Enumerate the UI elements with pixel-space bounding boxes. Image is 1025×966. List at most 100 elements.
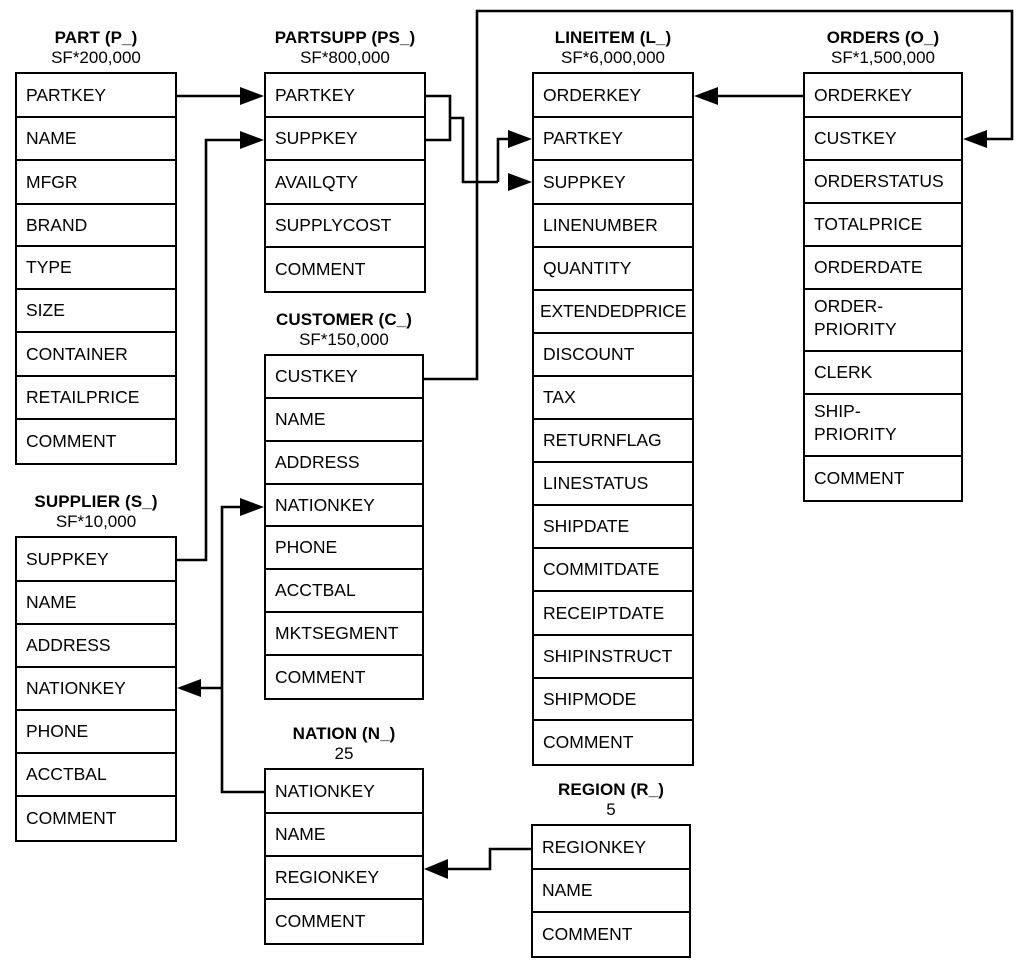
table-lineitem-cardinality: SF*6,000,000 — [561, 48, 665, 67]
field-lineitem-tax: TAX — [534, 377, 692, 420]
field-lineitem-linestatus: LINESTATUS — [534, 463, 692, 506]
table-customer: CUSTOMER (C_) SF*150,000 CUSTKEY NAME AD… — [264, 310, 424, 700]
field-orders-clerk: CLERK — [805, 352, 961, 395]
field-supplier-acctbal: ACCTBAL — [17, 754, 175, 797]
field-supplier-suppkey: SUPPKEY — [17, 538, 175, 582]
table-region-title: REGION (R_) — [558, 780, 664, 799]
link-supplier-suppkey-to-partsupp-suppkey — [177, 131, 264, 562]
table-nation-cardinality: 25 — [334, 744, 354, 763]
field-part-brand: BRAND — [17, 205, 175, 247]
field-nation-nationkey: NATIONKEY — [266, 770, 422, 814]
table-supplier-box: SUPPKEY NAME ADDRESS NATIONKEY PHONE ACC… — [15, 536, 177, 842]
field-lineitem-suppkey: SUPPKEY — [534, 161, 692, 205]
table-lineitem-title: LINEITEM (L_) — [554, 28, 672, 47]
field-partsupp-supplycost: SUPPLYCOST — [266, 205, 424, 248]
field-part-name: NAME — [17, 118, 175, 161]
table-lineitem-box: ORDERKEY PARTKEY SUPPKEY LINENUMBER QUAN… — [532, 72, 694, 766]
field-orders-comment: COMMENT — [805, 457, 961, 500]
field-lineitem-shipdate: SHIPDATE — [534, 506, 692, 549]
table-region-box: REGIONKEY NAME COMMENT — [531, 824, 691, 958]
field-supplier-address: ADDRESS — [17, 625, 175, 668]
table-region-cardinality: 5 — [606, 800, 616, 819]
field-part-partkey: PARTKEY — [17, 74, 175, 118]
link-region-regionkey-to-nation-regionkey — [424, 847, 531, 879]
field-customer-custkey: CUSTKEY — [266, 356, 422, 399]
field-orders-totalprice: TOTALPRICE — [805, 204, 961, 247]
field-part-comment: COMMENT — [17, 420, 175, 463]
field-lineitem-partkey: PARTKEY — [534, 118, 692, 161]
field-part-retailprice: RETAILPRICE — [17, 377, 175, 420]
link-nation-nationkey-to-supplier-nationkey — [177, 679, 222, 697]
field-part-type: TYPE — [17, 247, 175, 290]
field-lineitem-linenumber: LINENUMBER — [534, 205, 692, 248]
table-customer-box: CUSTKEY NAME ADDRESS NATIONKEY PHONE ACC… — [264, 354, 424, 700]
field-lineitem-extendedprice: EXTENDEDPRICE — [534, 291, 692, 334]
table-customer-cardinality: SF*150,000 — [299, 330, 389, 349]
field-customer-phone: PHONE — [266, 527, 422, 570]
field-orders-shippriority: SHIP- PRIORITY — [805, 395, 961, 457]
field-part-container: CONTAINER — [17, 333, 175, 377]
field-lineitem-shipmode: SHIPMODE — [534, 679, 692, 721]
table-orders-cardinality: SF*1,500,000 — [831, 48, 935, 67]
link-nation-nationkey-to-customer-nationkey — [220, 498, 264, 794]
field-supplier-comment: COMMENT — [17, 797, 175, 840]
table-region: REGION (R_) 5 REGIONKEY NAME COMMENT — [531, 780, 691, 958]
field-customer-acctbal: ACCTBAL — [266, 570, 422, 613]
table-nation-title: NATION (N_) — [292, 724, 396, 743]
field-lineitem-quantity: QUANTITY — [534, 248, 692, 291]
table-supplier-cardinality: SF*10,000 — [55, 512, 137, 531]
field-customer-address: ADDRESS — [266, 442, 422, 485]
field-lineitem-orderkey: ORDERKEY — [534, 74, 692, 118]
field-part-size: SIZE — [17, 290, 175, 333]
field-lineitem-commitdate: COMMITDATE — [534, 549, 692, 592]
link-partsupp-to-lineitem — [426, 94, 532, 191]
field-orders-orderdate: ORDERDATE — [805, 247, 961, 290]
table-part-box: PARTKEY NAME MFGR BRAND TYPE SIZE CONTAI… — [15, 72, 177, 465]
field-part-mfgr: MFGR — [17, 161, 175, 205]
field-lineitem-returnflag: RETURNFLAG — [534, 420, 692, 463]
field-nation-regionkey: REGIONKEY — [266, 857, 422, 900]
field-orders-orderstatus: ORDERSTATUS — [805, 161, 961, 204]
table-orders-box: ORDERKEY CUSTKEY ORDERSTATUS TOTALPRICE … — [803, 72, 963, 502]
field-orders-orderkey: ORDERKEY — [805, 74, 961, 118]
field-region-name: NAME — [533, 870, 689, 913]
table-partsupp-cardinality: SF*800,000 — [300, 48, 390, 67]
field-nation-comment: COMMENT — [266, 900, 422, 943]
field-customer-comment: COMMENT — [266, 656, 422, 698]
table-nation: NATION (N_) 25 NATIONKEY NAME REGIONKEY … — [264, 724, 424, 945]
link-orders-orderkey-to-lineitem-orderkey — [694, 87, 803, 105]
link-part-partkey-to-partsupp-partkey — [177, 87, 264, 105]
field-lineitem-shipinstruct: SHIPINSTRUCT — [534, 636, 692, 679]
field-nation-name: NAME — [266, 814, 422, 857]
field-lineitem-receiptdate: RECEIPTDATE — [534, 592, 692, 636]
field-lineitem-discount: DISCOUNT — [534, 334, 692, 377]
field-partsupp-comment: COMMENT — [266, 248, 424, 291]
field-partsupp-partkey: PARTKEY — [266, 74, 424, 118]
field-partsupp-suppkey: SUPPKEY — [266, 118, 424, 161]
field-customer-name: NAME — [266, 399, 422, 442]
field-region-regionkey: REGIONKEY — [533, 826, 689, 870]
table-partsupp: PARTSUPP (PS_) SF*800,000 PARTKEY SUPPKE… — [264, 28, 426, 293]
field-lineitem-comment: COMMENT — [534, 721, 692, 764]
field-region-comment: COMMENT — [533, 913, 689, 956]
field-customer-mktsegment: MKTSEGMENT — [266, 613, 422, 656]
table-part-cardinality: SF*200,000 — [51, 48, 141, 67]
table-partsupp-box: PARTKEY SUPPKEY AVAILQTY SUPPLYCOST COMM… — [264, 72, 426, 293]
field-orders-custkey: CUSTKEY — [805, 118, 961, 161]
table-supplier: SUPPLIER (S_) SF*10,000 SUPPKEY NAME ADD… — [15, 492, 177, 842]
table-part-title: PART (P_) — [54, 28, 138, 47]
table-partsupp-title: PARTSUPP (PS_) — [274, 28, 416, 47]
field-customer-nationkey: NATIONKEY — [266, 485, 422, 527]
table-supplier-title: SUPPLIER (S_) — [34, 492, 158, 511]
table-lineitem: LINEITEM (L_) SF*6,000,000 ORDERKEY PART… — [532, 28, 694, 766]
table-orders-title: ORDERS (O_) — [826, 28, 940, 47]
table-part: PART (P_) SF*200,000 PARTKEY NAME MFGR B… — [15, 28, 177, 465]
table-orders: ORDERS (O_) SF*1,500,000 ORDERKEY CUSTKE… — [803, 28, 963, 502]
field-supplier-nationkey: NATIONKEY — [17, 668, 175, 711]
table-nation-box: NATIONKEY NAME REGIONKEY COMMENT — [264, 768, 424, 945]
field-supplier-phone: PHONE — [17, 711, 175, 754]
field-supplier-name: NAME — [17, 582, 175, 625]
field-partsupp-availqty: AVAILQTY — [266, 161, 424, 205]
field-orders-orderpriority: ORDER- PRIORITY — [805, 290, 961, 352]
